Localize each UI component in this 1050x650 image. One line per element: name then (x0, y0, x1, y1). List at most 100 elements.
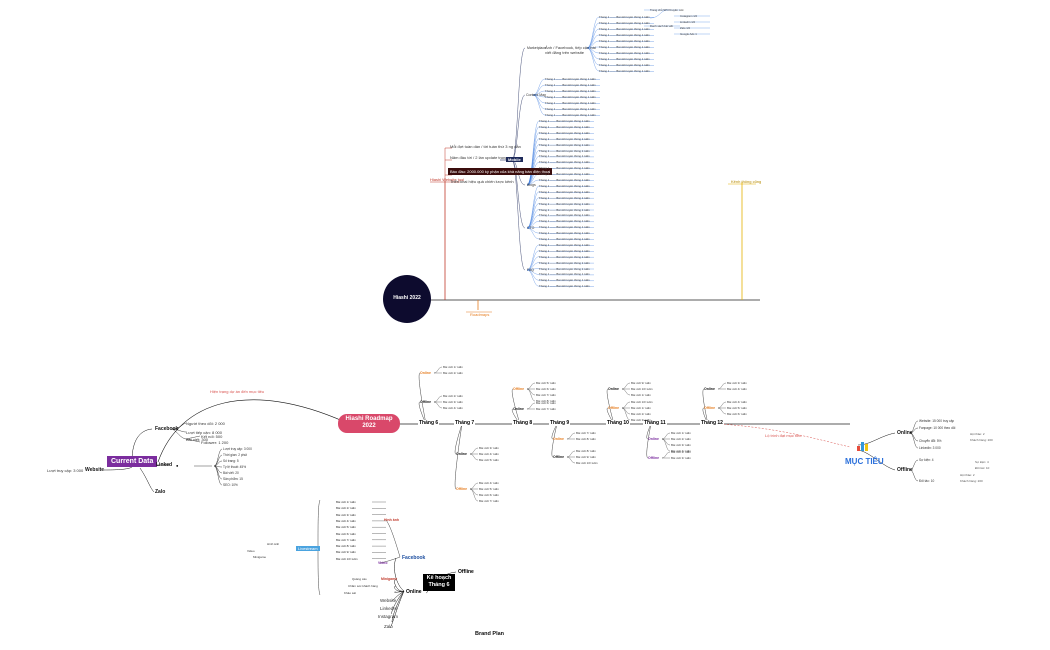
goal-offline-0: Sự kiện: 4 (919, 458, 934, 462)
group-blogs: Blogs (527, 182, 536, 187)
month-10-item-1-0: Bài viết 10/ tuần (631, 400, 653, 404)
group-content-map: Content Map (526, 92, 547, 97)
month-node-7[interactable]: Tháng 7 (454, 420, 476, 426)
roadmap-center-node[interactable]: Hiashi Roadmap 2022 (338, 414, 400, 433)
website-item-1: Thời gian: 2 phút (223, 453, 248, 457)
plan-website[interactable]: Website (380, 598, 397, 603)
month-7-item-1-1: Bài viết 5/ tuần (479, 487, 499, 491)
month-7-item-1-3: Bài viết 7/ tuần (479, 499, 499, 503)
plan-left-2: Minigame (253, 555, 267, 559)
plan-fb-item-3: Bài viết 4/ tuần (336, 518, 356, 523)
plan-instagram[interactable]: Instagram (378, 614, 399, 619)
plan-linkedin[interactable]: LinkedIn (380, 606, 398, 611)
month-row-34: Tháng 1 —— Bài viết tuyên thông 1 tuần (539, 219, 590, 224)
month-row-18: Tháng 1 —— Bài viết tuyên thông 1 tuần (539, 124, 590, 129)
month-9-item-1-2: Bài viết 10/ tuần (576, 461, 598, 465)
note-4: Triển khai hiệu quả chiến lược kênh (450, 179, 514, 184)
bottom-stem-label: Roadmaps (470, 312, 490, 317)
goal-detail-5: Khách hàng: 200 (960, 479, 983, 483)
month-row-27: Tháng 1 —— Bài viết tuyên thông 1 tuần (539, 178, 590, 182)
month-9-online: Online (553, 437, 564, 441)
month-6-item-1-1: Bài viết 3/ tuần (443, 400, 463, 404)
month-6-online: Online (420, 371, 431, 375)
plan-node[interactable]: Kế hoạch Tháng 6 (423, 574, 455, 591)
month-row-17: Tháng 1 —— Bài viết tuyên thông 1 tuần (539, 119, 590, 123)
month-row-21: Tháng 1 —— Bài viết tuyên thông 1 tuần (539, 142, 590, 147)
branch-linked[interactable]: Linked (156, 462, 173, 468)
month-row-24: Tháng 1 —— Bài viết tuyên thông 1 tuần (539, 160, 590, 165)
month-row-32: Tháng 1 —— Bài viết tuyên thông 1 tuần (539, 207, 590, 212)
goal-online-2: Chuyển đổi: 5% (919, 439, 942, 443)
plan-fb-sub-3: Minigame (381, 577, 398, 581)
group-cto: CTO (527, 225, 535, 230)
current-data-node[interactable]: Current Data (107, 456, 158, 467)
center-node-hiashi[interactable] (383, 275, 431, 323)
group-marketplace: Marketplace (527, 45, 547, 50)
roadmap-title: Hiashi Roadmap (345, 416, 393, 422)
plan-fb-item-5: Bài viết 6/ tuần (336, 531, 356, 536)
plan-online[interactable]: Online (406, 589, 422, 595)
month-row-19: Tháng 1 —— Bài viết tuyên thông 1 tuần (539, 130, 590, 135)
month-row-40: Tháng 1 —— Bài viết tuyên thông 1 tuần (539, 254, 590, 259)
month-12-item-1-0: Bài viết 4/ tuần (727, 400, 747, 404)
plan-offline[interactable]: Offline (458, 569, 474, 575)
month-row-3: Tháng 1 —— Bài viết tuyên thông 1 tuần (599, 33, 650, 37)
month-row-30: Tháng 1 —— Bài viết tuyên thông 1 tuần (539, 195, 590, 200)
center-node-label: Hiashi 2022 (393, 295, 421, 301)
month-8-item-0-0: Bài viết 5/ tuần (536, 381, 556, 385)
note-2: Năm đầu tới / 2 lần update trong (450, 155, 508, 160)
month-12-online: Online (704, 387, 715, 391)
branch-zalo[interactable]: Zalo (155, 489, 166, 495)
month-8-item-0-3: Bài viết 8/ tuần (536, 399, 556, 403)
month-11-offline: Offline (648, 456, 660, 460)
sub-node-4: Zalo 1/2 (680, 26, 691, 30)
website-item-2: Số trang: 5 (223, 459, 239, 463)
goal-offline[interactable]: Offline (897, 467, 913, 473)
goal-detail-0: Hội thảo: 2 (970, 432, 985, 436)
fb-sub-2: Follower: 1 200 (201, 440, 229, 445)
month-10-item-0-2: Bài viết 1/ tuần (631, 393, 651, 397)
website-item-3: Tỷ lệ thoát: 45% (223, 465, 247, 469)
month-node-12[interactable]: Tháng 12 (700, 420, 724, 426)
month-row-20: Tháng 1 —— Bài viết tuyên thông 1 tuần (539, 136, 590, 141)
month-node-9[interactable]: Tháng 9 (549, 420, 571, 426)
month-12-item-0-1: Bài viết 4/ tuần (727, 387, 747, 391)
goal-online[interactable]: Online (897, 430, 913, 436)
hub-node[interactable]: Mobile (506, 157, 523, 162)
note-1: Mỗi đợt tuần dần / tới tuần thứ 3 ng dẫn (450, 144, 521, 149)
month-node-10[interactable]: Tháng 10 (606, 420, 630, 426)
plan-facebook[interactable]: Facebook (402, 555, 426, 561)
plan-fb-item-1: Bài viết 2/ tuần (336, 506, 356, 511)
plan-left-1: Video (247, 549, 255, 553)
month-node-6[interactable]: Tháng 6 (418, 420, 440, 426)
month-9-item-1-1: Bài viết 9/ tuần (576, 455, 596, 459)
goal-detail-1: Khách hàng: 200 (970, 438, 993, 442)
month-10-item-1-3: Bài viết 3/ tuần (631, 418, 651, 422)
month-8-offline: Offline (513, 387, 525, 391)
month-row-11: Tháng 1 —— Bài viết tuyên thông 1 tuần (545, 83, 596, 87)
month-row-0: Tháng 1 —— Bài viết tuyên thông 1 tuần (599, 15, 650, 19)
month-8-item-0-1: Bài viết 6/ tuần (536, 387, 556, 391)
plan-left-0: Hình ảnh (267, 542, 280, 546)
goal-online-3: Linkedin: 3 000 (919, 446, 941, 450)
goal-detail-2: Sự kiện: 4 (975, 460, 989, 464)
plan-zalo[interactable]: Zalo (384, 624, 393, 629)
month-11-item-1-1: Bài viết 3/ tuần (671, 456, 691, 460)
month-node-8[interactable]: Tháng 8 (512, 420, 534, 426)
plan-other-1: Chăm sóc khách hàng (348, 584, 378, 588)
branch-website[interactable]: Website (85, 467, 105, 473)
right-stem-label: Kênh thông cũng (731, 179, 762, 184)
fb-item-1: Người theo dõi: 2 000 (186, 421, 225, 426)
month-8-online: Online (513, 407, 524, 411)
sub-node-0: Trang chủ SP/ Khuyến mãi (650, 8, 684, 12)
month-7-item-1-0: Bài viết 4/ tuần (479, 481, 499, 485)
month-7-offline: Offline (456, 487, 468, 491)
month-row-7: Tháng 1 —— Bài viết tuyên thông 1 tuần (599, 57, 650, 61)
month-node-11[interactable]: Tháng 11 (643, 420, 667, 426)
month-9-item-0-0: Bài viết 7/ tuần (576, 431, 596, 435)
month-8-item-0-2: Bài viết 7/ tuần (536, 393, 556, 397)
plan-fb-sub-1: Video (378, 561, 388, 565)
branch-facebook[interactable]: Facebook (155, 426, 179, 432)
month-row-45: Tháng 1 —— Bài viết tuyên thông 1 tuần (539, 284, 590, 289)
